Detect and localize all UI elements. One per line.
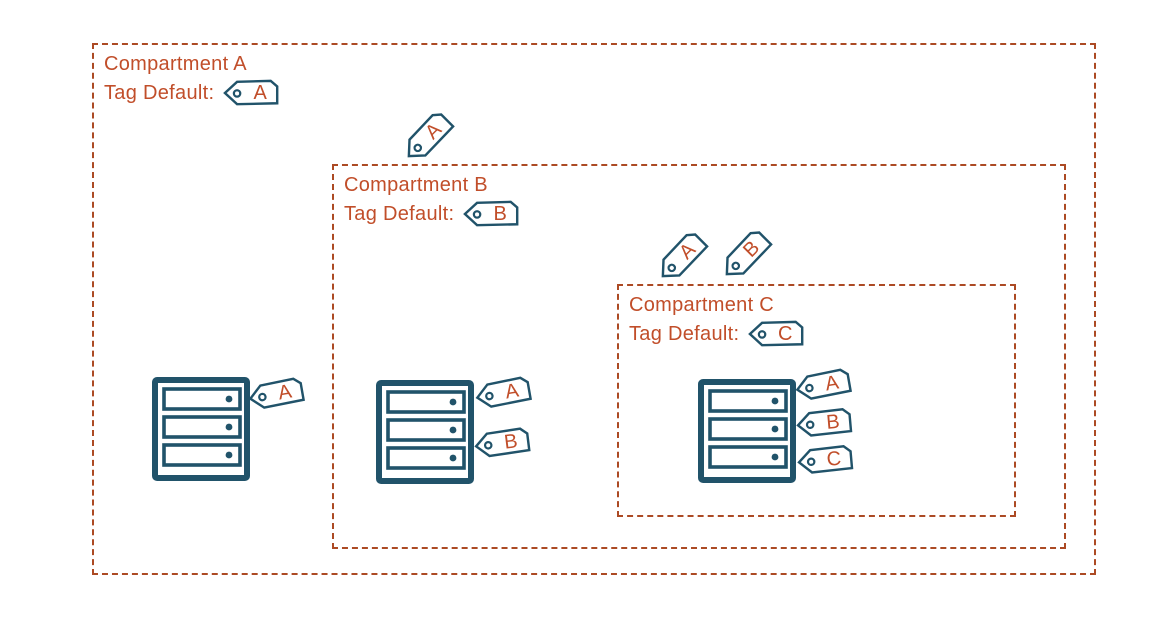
server-c-tag-b: B [795, 407, 855, 440]
tag-default-c-icon: C [748, 320, 806, 348]
tag-icon [248, 377, 306, 409]
tag-icon [474, 427, 531, 458]
tag-icon [463, 200, 519, 227]
tag-icon [223, 79, 279, 106]
compartment-a: Compartment A Tag Default: A A [92, 43, 1096, 575]
tag-icon [797, 445, 854, 474]
inherited-tag-a-on-compartment-b: A [398, 107, 459, 168]
server-icon-compartment-a [152, 377, 250, 481]
compartment-b-title: Compartment B [344, 174, 488, 196]
compartment-b: Compartment B Tag Default: B [332, 164, 1066, 549]
server-icon [152, 377, 250, 481]
tag-letter: B [825, 410, 841, 434]
tag-icon [795, 368, 853, 400]
tag-icon [661, 233, 709, 278]
inherited-tag-a-on-compartment-c: A [652, 227, 713, 288]
tag-letter: B [493, 202, 508, 225]
tag-icon [725, 231, 773, 276]
compartment-c-tag-default: Tag Default: C [629, 320, 1014, 348]
compartment-c-tag-default-text: Tag Default: [629, 322, 740, 345]
tag-letter: A [253, 81, 268, 104]
server-icon-compartment-b [376, 380, 474, 484]
server-icon [376, 380, 474, 484]
tag-letter: C [825, 447, 843, 471]
compartment-a-tag-default-text: Tag Default: [104, 81, 215, 104]
compartment-b-label: Compartment B Tag Default: B [334, 166, 1064, 228]
server-c-tag-a: A [793, 366, 855, 404]
tag-icon [748, 320, 804, 347]
tag-letter: C [777, 322, 793, 345]
tag-default-a-icon: A [223, 79, 281, 107]
tag-icon [475, 376, 533, 408]
compartment-b-tag-default-text: Tag Default: [344, 202, 455, 225]
compartment-a-title: Compartment A [104, 53, 247, 75]
compartment-c-label: Compartment C Tag Default: C [619, 286, 1014, 348]
compartment-c: Compartment C Tag Default: C [617, 284, 1016, 517]
compartment-a-label: Compartment A Tag Default: A [94, 45, 1094, 107]
inherited-tag-b-on-compartment-c: B [716, 225, 777, 286]
server-b-tag-a: A [473, 374, 535, 412]
server-a-tag-a: A [246, 375, 308, 413]
server-b-tag-b: B [473, 426, 534, 461]
tag-default-b-icon: B [463, 200, 521, 228]
server-icon [698, 379, 796, 483]
tag-icon [407, 113, 455, 158]
tag-icon [796, 408, 853, 437]
compartment-c-title: Compartment C [629, 294, 775, 316]
tag-letter: B [502, 429, 519, 454]
compartment-b-tag-default: Tag Default: B [344, 200, 1064, 228]
compartment-a-tag-default: Tag Default: A [104, 79, 1094, 107]
server-c-tag-c: C [796, 444, 856, 477]
server-icon-compartment-c [698, 379, 796, 483]
